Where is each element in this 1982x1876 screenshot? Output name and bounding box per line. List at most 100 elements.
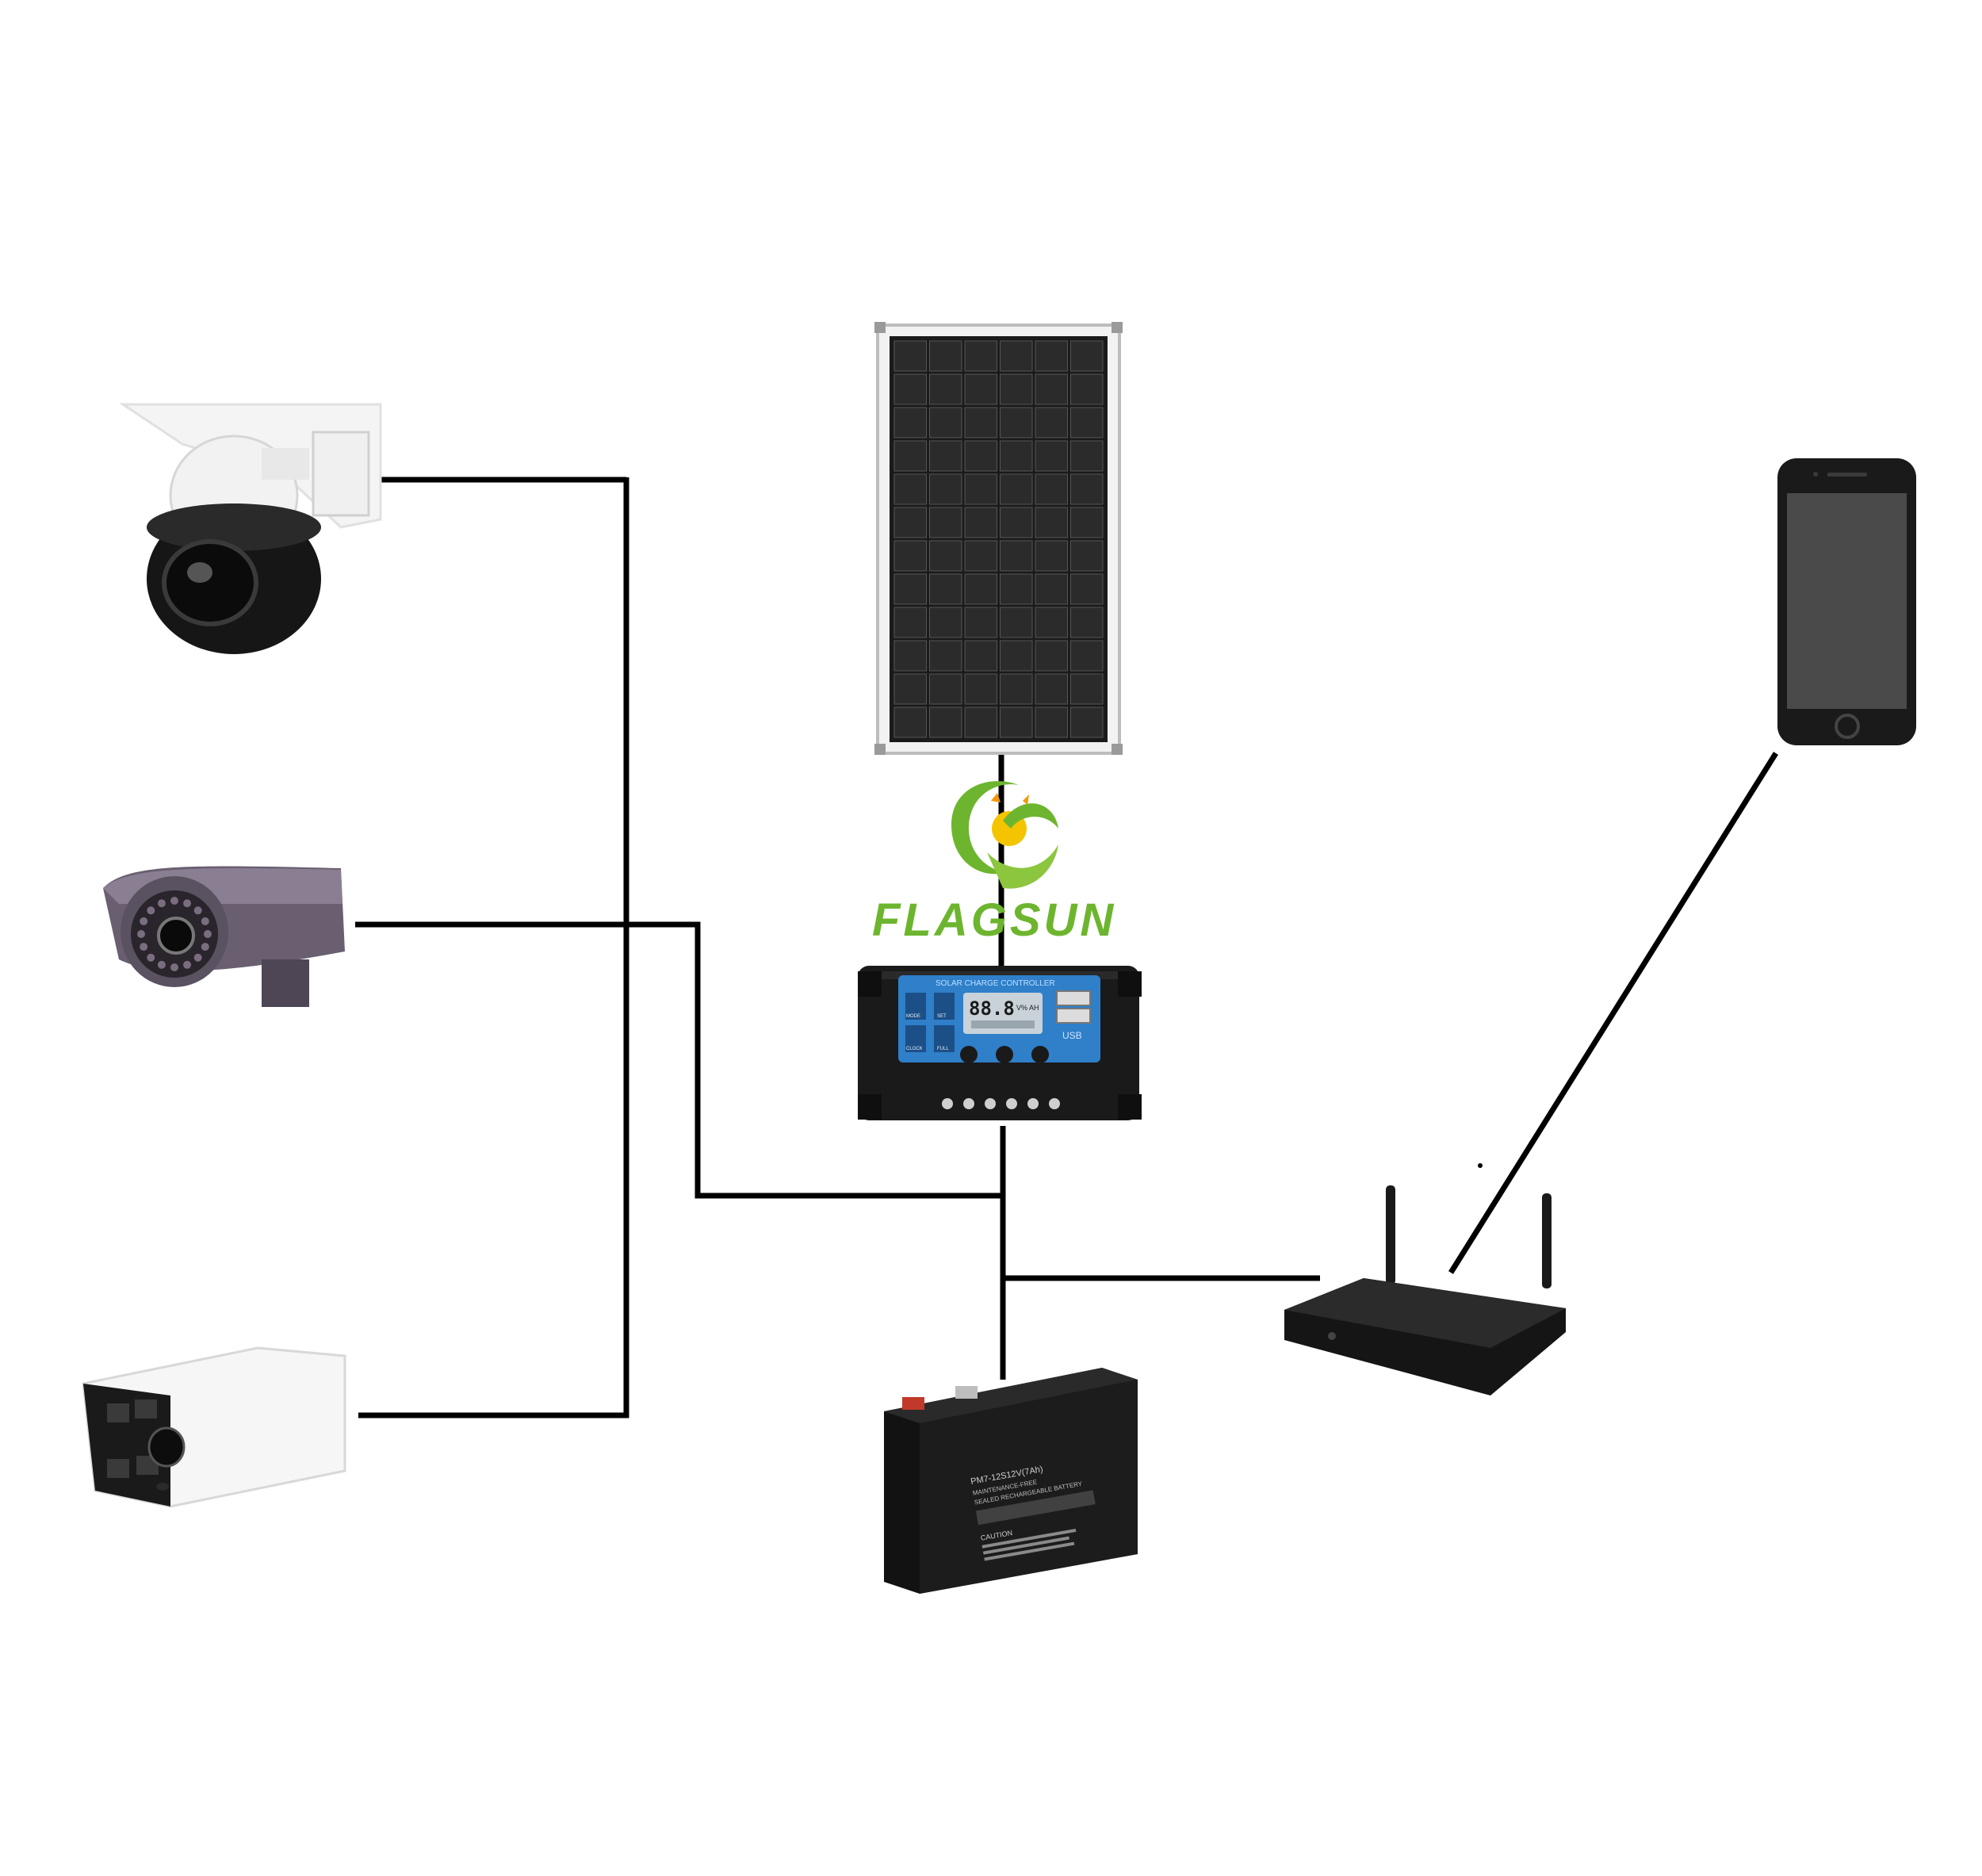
solar-cell bbox=[1035, 341, 1068, 371]
solar-cell bbox=[894, 674, 927, 704]
controller-icon-label-mode: MODE bbox=[906, 1014, 920, 1019]
solar-cell bbox=[1001, 607, 1033, 637]
solar-cell bbox=[930, 641, 962, 671]
solar-cell bbox=[930, 374, 962, 404]
router-antenna-left bbox=[1386, 1185, 1395, 1284]
solar-cell bbox=[1035, 641, 1068, 671]
controller-icon-label-set: SET bbox=[937, 1014, 947, 1019]
solar-cell bbox=[930, 607, 962, 637]
ir-led bbox=[170, 963, 178, 971]
solar-cell bbox=[1001, 674, 1033, 704]
ir-led bbox=[147, 954, 155, 962]
solar-cell bbox=[1071, 474, 1104, 504]
wire-router-to-phone bbox=[1451, 753, 1776, 1273]
solar-panel bbox=[874, 322, 1123, 755]
solar-cell bbox=[965, 641, 997, 671]
solar-cell bbox=[1001, 574, 1033, 604]
ir-led bbox=[201, 917, 209, 925]
solar-cell bbox=[965, 707, 997, 737]
phone-speaker bbox=[1827, 473, 1867, 477]
solar-cell bbox=[1035, 707, 1068, 737]
ir-led bbox=[147, 906, 155, 914]
ir-camera-lens bbox=[159, 918, 193, 953]
solar-cell bbox=[1071, 541, 1104, 571]
solar-cell bbox=[930, 574, 962, 604]
white-bullet-camera bbox=[83, 1348, 345, 1507]
solar-cell bbox=[1071, 641, 1104, 671]
solar-cell bbox=[965, 541, 997, 571]
controller-button-3[interactable] bbox=[1031, 1046, 1049, 1063]
white-camera-lens bbox=[149, 1428, 184, 1466]
solar-cell bbox=[1071, 374, 1104, 404]
solar-cell bbox=[894, 374, 927, 404]
solar-cell bbox=[894, 707, 927, 737]
solar-cell bbox=[1071, 341, 1104, 371]
solar-cell bbox=[894, 507, 927, 538]
solar-cell bbox=[894, 474, 927, 504]
solar-cell bbox=[965, 474, 997, 504]
solar-cell bbox=[965, 574, 997, 604]
ir-led bbox=[194, 954, 202, 962]
solar-cell bbox=[930, 408, 962, 438]
usb-port-1 bbox=[1057, 991, 1090, 1005]
solar-cell bbox=[930, 441, 962, 471]
controller-terminal bbox=[985, 1098, 996, 1109]
ptz-dome-camera bbox=[123, 404, 381, 654]
ir-led bbox=[158, 899, 166, 907]
controller-terminal bbox=[1006, 1098, 1017, 1109]
router bbox=[1284, 1185, 1566, 1396]
solar-cell bbox=[1035, 408, 1068, 438]
controller-terminal bbox=[1027, 1098, 1039, 1109]
solar-cell bbox=[965, 607, 997, 637]
solar-cell bbox=[1001, 341, 1033, 371]
solar-cell bbox=[894, 408, 927, 438]
ir-led bbox=[183, 899, 191, 907]
solar-cell bbox=[1001, 541, 1033, 571]
solar-cell bbox=[894, 541, 927, 571]
solar-cell bbox=[965, 341, 997, 371]
solar-cell bbox=[1035, 674, 1068, 704]
solar-cell bbox=[965, 507, 997, 538]
ir-led bbox=[140, 943, 147, 951]
solar-cell bbox=[1001, 408, 1033, 438]
solar-cell bbox=[1071, 707, 1104, 737]
controller-button-2[interactable] bbox=[996, 1046, 1013, 1063]
ir-led bbox=[140, 917, 147, 925]
controller-terminal bbox=[942, 1098, 953, 1109]
smartphone bbox=[1777, 458, 1916, 745]
solar-cell bbox=[930, 507, 962, 538]
solar-cell bbox=[1035, 441, 1068, 471]
solar-cell bbox=[1071, 408, 1104, 438]
ir-led bbox=[204, 930, 212, 938]
solar-cell bbox=[1001, 474, 1033, 504]
solar-cell bbox=[930, 541, 962, 571]
battery: PM7-12S12V(7Ah) MAINTENANCE-FREE SEALED … bbox=[884, 1368, 1138, 1594]
controller-lcd-units: V% AH bbox=[1016, 1004, 1039, 1012]
controller-icon-label-full: FULL bbox=[937, 1047, 949, 1051]
flagsun-logo: FLAGSUN bbox=[872, 781, 1116, 946]
solar-cell bbox=[1035, 541, 1068, 571]
battery-terminal-positive bbox=[902, 1397, 924, 1410]
controller-button-1[interactable] bbox=[960, 1046, 978, 1063]
battery-terminal-negative bbox=[955, 1386, 978, 1399]
controller-lcd-reading: 88.8 bbox=[969, 997, 1015, 1020]
ir-led bbox=[170, 897, 178, 905]
solar-cell bbox=[1071, 674, 1104, 704]
charge-controller: SOLAR CHARGE CONTROLLER MODE SET CLOCK F… bbox=[858, 966, 1142, 1120]
ir-led bbox=[137, 930, 145, 938]
router-antenna-right bbox=[1542, 1193, 1552, 1288]
solar-cell bbox=[1001, 374, 1033, 404]
solar-cell bbox=[1071, 574, 1104, 604]
solar-cell bbox=[965, 441, 997, 471]
ir-led bbox=[201, 943, 209, 951]
solar-cell bbox=[894, 641, 927, 671]
controller-terminal bbox=[1049, 1098, 1060, 1109]
solar-cell bbox=[965, 374, 997, 404]
phone-camera bbox=[1813, 472, 1818, 477]
logo-text: FLAGSUN bbox=[872, 894, 1116, 946]
solar-cell bbox=[1001, 507, 1033, 538]
controller-icon-label-clock: CLOCK bbox=[906, 1047, 923, 1051]
stray-dot bbox=[1478, 1163, 1483, 1168]
solar-cell bbox=[1035, 607, 1068, 637]
